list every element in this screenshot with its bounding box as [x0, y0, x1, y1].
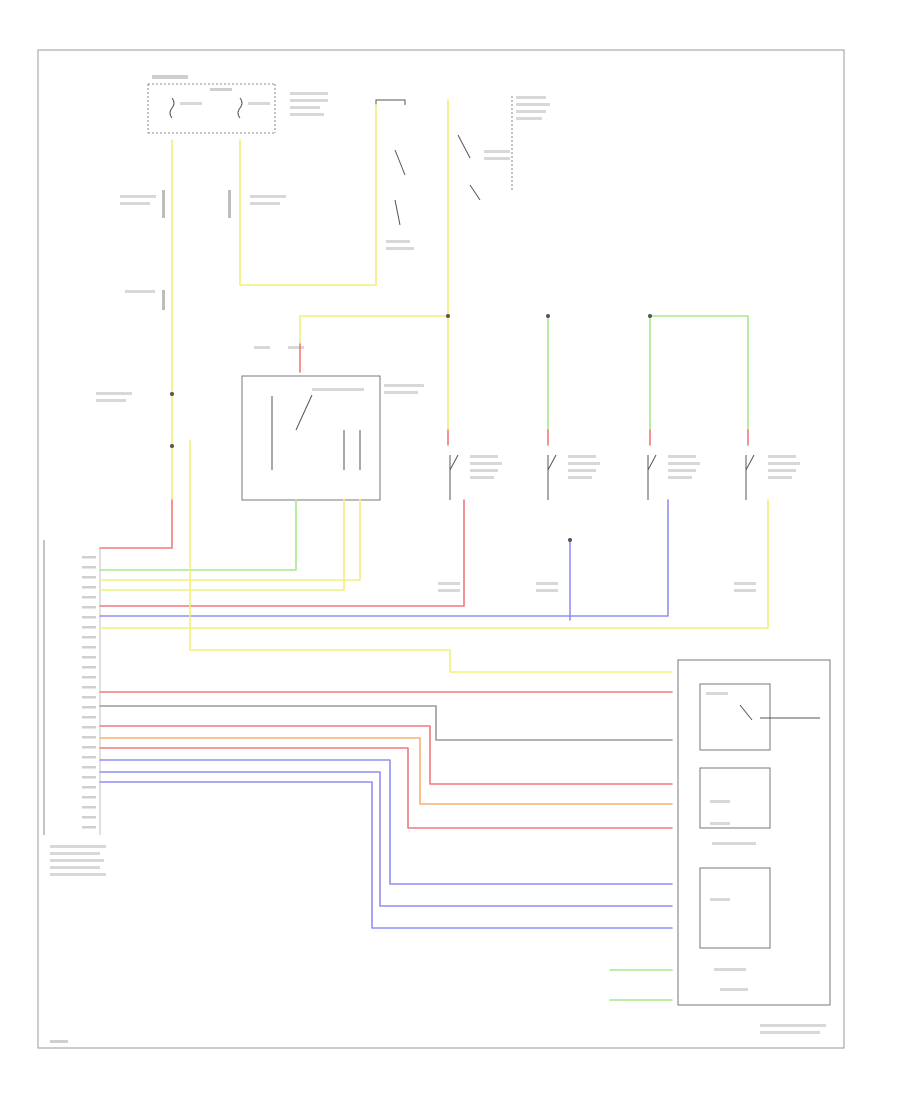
fuse-2-symbol [237, 97, 243, 119]
wires [82, 99, 769, 1001]
door-switch-4 [734, 454, 800, 592]
module-pin-label [82, 616, 96, 619]
wire-yellow-17 [99, 499, 769, 629]
module-pin-label [82, 646, 96, 649]
left-feed-markers [96, 190, 286, 402]
splice-dot-2 [446, 314, 450, 318]
module-pin-label [82, 586, 96, 589]
module-pin-label [82, 766, 96, 769]
module-pin-label [82, 606, 96, 609]
wire-blue-29 [99, 781, 673, 929]
splice-dot-6 [170, 444, 174, 448]
wire-yellow-19 [99, 499, 361, 581]
module-pin-label [82, 556, 96, 559]
splice-dot-1 [170, 392, 174, 396]
module-pin-label [82, 826, 96, 829]
door-switch-3 [647, 454, 700, 500]
control-switch-box [241, 346, 424, 501]
module-pin-label [82, 706, 96, 709]
module-pin-label [82, 676, 96, 679]
module-pin-label [82, 566, 96, 569]
wire-red-2 [99, 499, 173, 549]
module-pin-label [82, 786, 96, 789]
module-pin-label [82, 716, 96, 719]
splice-dot-5 [568, 538, 572, 542]
module-pin-label [82, 756, 96, 759]
page-code-mark [50, 1040, 68, 1043]
diagram-frame [37, 49, 845, 1049]
wire-red-24 [99, 725, 673, 785]
wire-red-26 [99, 747, 673, 829]
wire-red-14 [99, 499, 465, 607]
module-pin-label [82, 686, 96, 689]
module-pin-label [82, 576, 96, 579]
key-switch-top [457, 96, 550, 201]
module-pin-label [82, 636, 96, 639]
module-pin-label [82, 736, 96, 739]
module-pin-label [82, 726, 96, 729]
door-switch-top [375, 99, 414, 250]
wire-blue-16 [99, 499, 669, 617]
fuse-1-symbol [169, 97, 175, 119]
module-pin-label [82, 666, 96, 669]
wire-blue-28 [99, 771, 673, 907]
module-pin-label [82, 596, 96, 599]
fuse-block [147, 75, 328, 134]
wire-green-18 [99, 499, 297, 571]
module-pin-label [82, 626, 96, 629]
module-pin-label [82, 796, 96, 799]
module-pin-label [82, 776, 96, 779]
wire-orange-25 [99, 737, 673, 805]
module-pin-label [82, 816, 96, 819]
wire-grey-23 [99, 705, 673, 741]
wire-yellow-21 [189, 439, 673, 673]
wire-yellow-4 [299, 99, 449, 345]
splice-dot-4 [648, 314, 652, 318]
module-pin-label [82, 656, 96, 659]
door-switch-2 [536, 454, 600, 592]
splice-dot-3 [546, 314, 550, 318]
module-pin-label [82, 746, 96, 749]
wire-green-10 [649, 315, 749, 431]
wire-yellow-20 [99, 499, 345, 591]
door-lock-actuator [677, 659, 831, 1034]
wire-blue-27 [99, 759, 673, 885]
module-pin-label [82, 696, 96, 699]
module-pin-label [82, 806, 96, 809]
control-module-connector [43, 540, 106, 876]
wire-yellow-3 [239, 104, 377, 286]
door-switch-1 [438, 454, 502, 592]
